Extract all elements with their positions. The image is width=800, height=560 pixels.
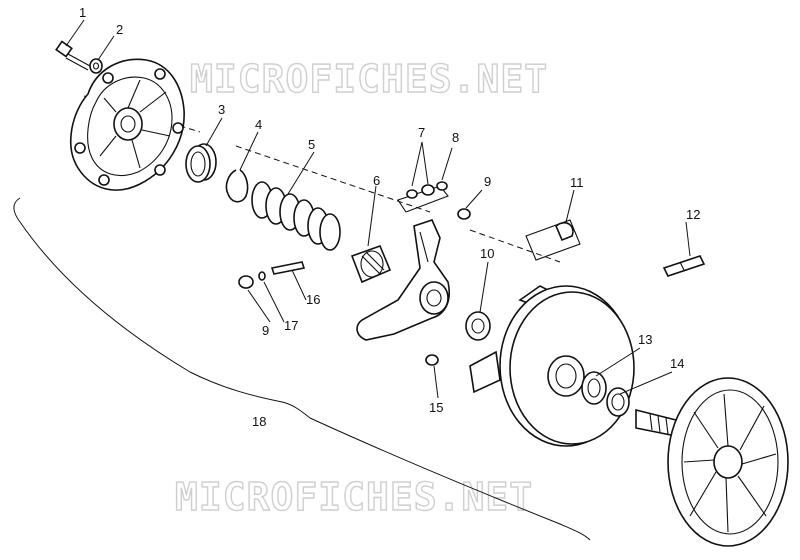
callout-14: 14 (670, 356, 684, 371)
part-14-washer (606, 387, 630, 417)
callout-16: 16 (306, 292, 320, 307)
callout-2: 2 (116, 22, 123, 37)
part-3-bushing (185, 143, 217, 183)
part-13-bushing (581, 371, 607, 405)
watermark-top: MICROFICHES.NET (190, 57, 548, 101)
part-1-bolt (55, 40, 91, 71)
callout-5: 5 (308, 137, 315, 152)
assembly-brace-18 (13, 197, 591, 541)
callout-10: 10 (480, 246, 494, 261)
part-2-washer (89, 58, 103, 74)
callout-7: 7 (418, 125, 425, 140)
callout-12: 12 (686, 207, 700, 222)
callout-17: 17 (284, 318, 298, 333)
part-16-pin (270, 261, 306, 275)
leader-lines (65, 19, 691, 399)
part-6-cam (350, 244, 392, 284)
fixed-sheave (635, 377, 789, 547)
callout-1: 1 (79, 5, 86, 20)
spider-arm (356, 219, 450, 341)
part-5-spring (251, 181, 341, 251)
part-10-spacer (465, 311, 491, 341)
part-4-snap-ring (225, 169, 249, 203)
callout-11: 11 (570, 175, 584, 190)
part-15-nut (425, 354, 439, 366)
callout-15: 15 (429, 400, 443, 415)
cover-plate (70, 58, 185, 191)
callout-4: 4 (255, 117, 262, 132)
watermark-bottom: MICROFICHES.NET (175, 475, 533, 519)
callout-9-left: 9 (262, 323, 269, 338)
callout-6: 6 (373, 173, 380, 188)
part-9-fastener-right (457, 208, 471, 220)
callout-8: 8 (452, 130, 459, 145)
part-11-button (525, 219, 581, 261)
callout-9-right: 9 (484, 174, 491, 189)
callout-18: 18 (252, 414, 266, 429)
part-7-8-rollers (397, 181, 449, 213)
moveable-sheave (469, 285, 635, 447)
callout-13: 13 (638, 332, 652, 347)
part-9-fastener-left (238, 275, 254, 289)
part-12-shaft-pin (662, 255, 706, 277)
part-17-washer (258, 271, 266, 281)
callout-3: 3 (218, 102, 225, 117)
